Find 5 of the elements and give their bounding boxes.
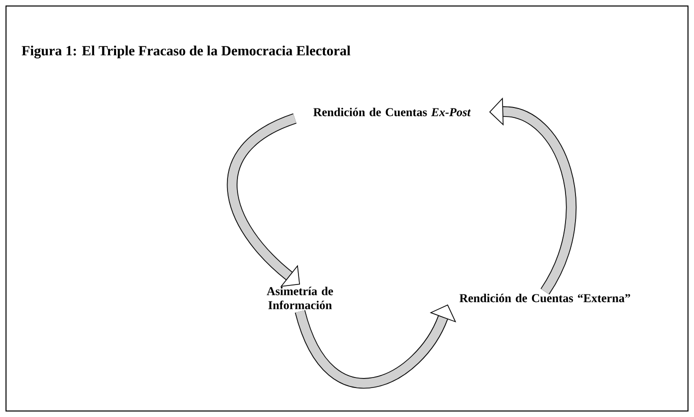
concept-label: Asimetría de Información: [266, 286, 334, 310]
figure-title: Figura 1: El Triple Fracaso de la Democracia Electoral: [22, 46, 350, 58]
curved-arrow: [227, 114, 300, 287]
concept-label: Rendición de Cuentas “Externa”: [460, 294, 630, 302]
concept-label: Rendición de Cuentas Ex-Post: [313, 108, 471, 116]
